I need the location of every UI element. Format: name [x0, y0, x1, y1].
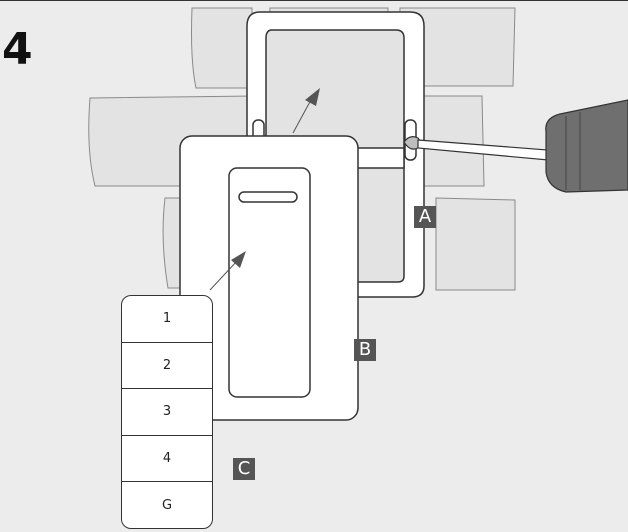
keypad-key-3: 3: [122, 389, 212, 436]
top-rule: [0, 0, 628, 1]
keypad-key-g: G: [161, 497, 173, 513]
arrow-head-frame: [305, 88, 320, 106]
arrow-line-plate: [209, 260, 238, 291]
step-number: 4: [2, 24, 33, 75]
label-c: C: [233, 458, 255, 480]
plate-opening: [228, 167, 311, 398]
keypad-key-1: 1: [122, 296, 212, 343]
keypad-key-2: 2: [122, 343, 212, 390]
brick: [191, 7, 253, 89]
cover-plate: [179, 135, 359, 421]
keypad-key-4: 4: [122, 436, 212, 483]
label-a: A: [414, 206, 436, 228]
power-drill-icon: [403, 99, 628, 193]
label-b: B: [354, 339, 376, 361]
arrow-head-plate: [231, 251, 246, 268]
plate-slot: [238, 191, 298, 203]
brick: [435, 197, 516, 291]
drill-chuck: [545, 99, 628, 193]
keypad-module: 1 2 3 4 G: [121, 295, 213, 529]
brick: [162, 197, 183, 289]
arrow-line-frame: [292, 97, 313, 134]
